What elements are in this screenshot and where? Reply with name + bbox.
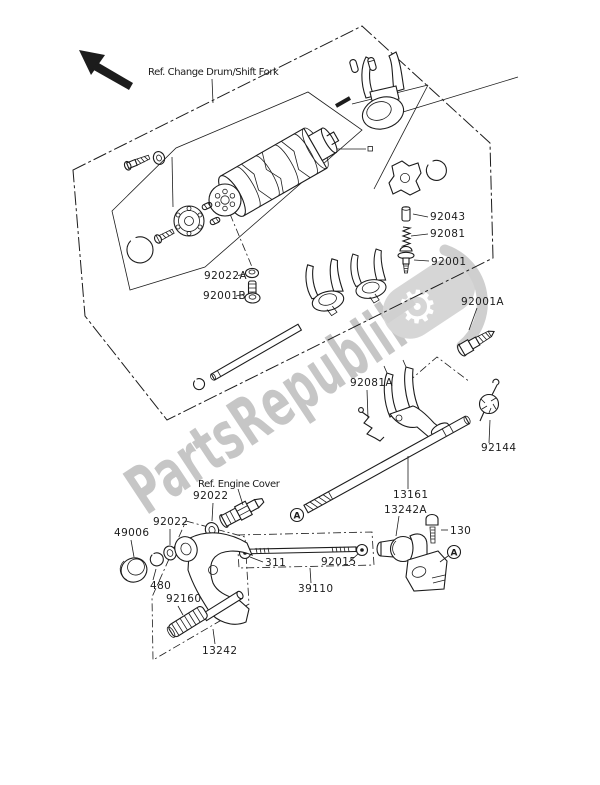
cap-49006 [119, 557, 148, 583]
watermark-arc [439, 244, 488, 352]
part-label-92043: 92043 [430, 211, 465, 223]
screw-92001a [457, 330, 495, 357]
watermark-banner [382, 259, 476, 339]
part-label-92144: 92144 [481, 442, 516, 454]
gear-change-arm [383, 359, 450, 441]
view-marker-a-right: A [439, 544, 462, 563]
orientation-arrow-icon [79, 50, 133, 90]
washer-92022a [244, 267, 260, 279]
drum-pin-roller [209, 216, 221, 226]
watermark: PartsRepublik ⚙ [112, 244, 488, 529]
part-label-92001: 92001 [431, 256, 466, 268]
change-drum-group-boundary [72, 25, 494, 421]
part-label-92081: 92081 [430, 228, 465, 240]
leader-lines [130, 213, 491, 645]
cam-circlip [425, 159, 447, 181]
shift-fork [301, 257, 351, 321]
shift-shaft-13161 [303, 415, 471, 514]
part-label-92022a: 92022A [204, 270, 247, 282]
part-label-92022-left: 92022 [153, 516, 188, 528]
pedal-pin [201, 590, 244, 622]
bolt-92001b [244, 280, 261, 304]
part-label-480: 480 [150, 580, 171, 592]
part-label-49006: 49006 [114, 527, 149, 539]
pedal-group-boundary [151, 520, 250, 661]
bolt-130 [425, 513, 439, 544]
part-label-92001a: 92001A [461, 296, 504, 308]
flat-screw [153, 228, 175, 244]
part-label-92160: 92160 [166, 593, 201, 605]
shift-cam-plate [388, 159, 447, 196]
ball-joint-13242a [376, 533, 448, 592]
part-label-92015: 92015 [321, 556, 356, 568]
rod-clip [193, 378, 206, 391]
view-marker-letter: A [451, 548, 458, 558]
fork-pin [349, 59, 359, 73]
part-label-130: 130 [450, 525, 471, 537]
pedal-rubber-92160 [166, 606, 208, 638]
shift-fork-hub [361, 51, 405, 130]
part-label-311: 311 [265, 557, 286, 569]
detent-screw [123, 154, 151, 171]
part-label-39110: 39110 [298, 583, 333, 595]
drum-circlip [126, 236, 154, 264]
part-label-13242: 13242 [202, 645, 237, 657]
drum-end-plate [208, 183, 242, 217]
part-label-92081a: 92081A [350, 377, 393, 389]
drum-subgroup-boundary [111, 91, 363, 291]
drum-pin-roller [201, 201, 213, 211]
watermark-stroke [382, 297, 416, 324]
spring-92081 [400, 226, 413, 248]
bolt-92001 [397, 245, 415, 274]
pawl-spring-92081a [358, 407, 385, 442]
part-label-13161: 13161 [393, 489, 428, 501]
part-label-13242a: 13242A [384, 504, 427, 516]
ref-engine-cover-label: Ref. Engine Cover [198, 479, 281, 490]
engine-cover-bolt [219, 497, 265, 528]
pin-92043 [401, 206, 411, 222]
fork-pin [367, 57, 377, 71]
part-label-92001b: 92001B [203, 290, 246, 302]
watermark-text: PartsRepublik [112, 282, 431, 529]
ref-change-drum-label: Ref. Change Drum/Shift Fork [148, 67, 279, 78]
circlip-480 [149, 552, 164, 567]
ratchet-disc [173, 205, 205, 237]
fork-rod [210, 323, 303, 381]
view-marker-letter: A [294, 511, 301, 521]
spring-92144 [478, 378, 500, 422]
view-marker-a-left: A [289, 507, 305, 523]
part-label-92022-upper: 92022 [193, 490, 228, 502]
detent-washer [152, 151, 166, 165]
